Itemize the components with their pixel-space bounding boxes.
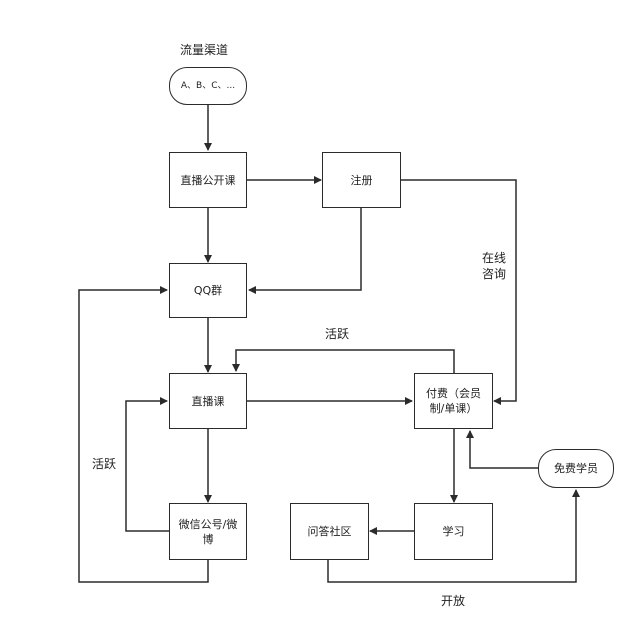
edge-register-to-payment [401,179,517,405]
edge-wechat-weibo-to-qq-group [78,286,209,583]
diagram-title: 流量渠道 [180,43,229,57]
node-free-students: 免费学员 [538,449,614,488]
node-qa-community: 问答社区 [290,503,369,560]
node-register: 注册 [322,152,401,208]
edge-register-to-qq-group [248,208,362,294]
label-open: 开放 [441,594,466,608]
label-online-consult: 在线咨询 [481,251,506,281]
node-study: 学习 [414,503,493,560]
node-live-open-class: 直播公开课 [169,152,247,208]
edge-payment-to-live-class [232,349,455,373]
edge-wechat-weibo-to-live-class [125,397,169,532]
node-channels: A、B、C、... [169,67,247,105]
label-active-top: 活跃 [325,327,350,341]
node-qq-group: QQ群 [169,263,247,318]
edge-free-students-to-payment [466,430,538,469]
node-live-class: 直播课 [169,373,247,429]
label-active-left: 活跃 [92,457,117,471]
edge-qa-community-to-free-students [327,489,580,583]
node-wechat-weibo: 微信公号/微博 [169,503,247,560]
node-payment: 付费（会员制/单课） [414,373,493,429]
